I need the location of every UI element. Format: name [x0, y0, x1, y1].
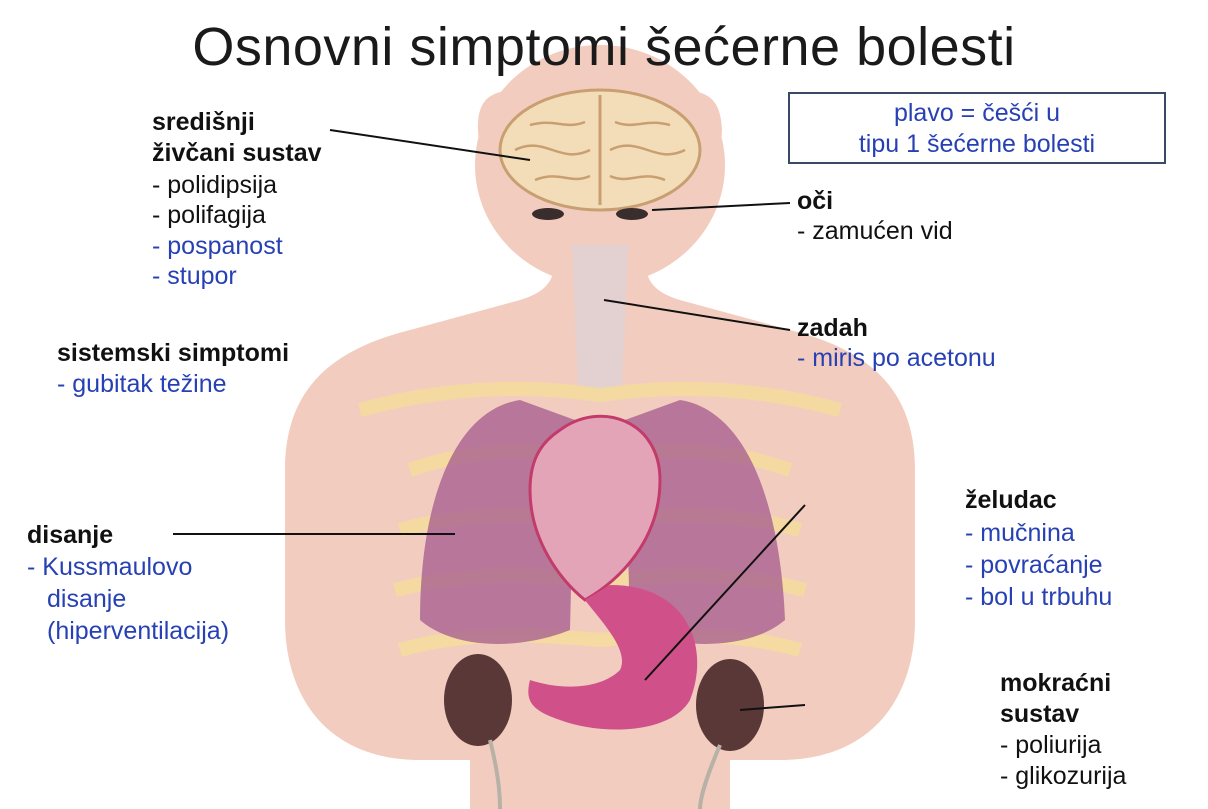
legend-line-1: plavo = češći u [790, 98, 1164, 129]
breathing-heading: disanje [27, 520, 113, 550]
cns-item: - pospanost [152, 231, 283, 261]
urinary-item: - poliurija [1000, 730, 1101, 760]
right-kidney [696, 659, 764, 751]
legend-line-2: tipu 1 šećerne bolesti [790, 129, 1164, 160]
breathing-item: (hiperventilacija) [47, 616, 229, 646]
cns-item: - stupor [152, 261, 237, 291]
stomach-item: - povraćanje [965, 550, 1103, 580]
left-eye [532, 208, 564, 220]
urinary-heading-line-2: sustav [1000, 699, 1079, 729]
cns-heading-line-2: živčani sustav [152, 138, 322, 168]
right-eye [616, 208, 648, 220]
eyes-heading: oči [797, 186, 833, 216]
cns-heading-line-1: središnji [152, 107, 255, 137]
breathing-item: disanje [47, 584, 126, 614]
breath-item: - miris po acetonu [797, 343, 996, 373]
legend-box: plavo = češći u tipu 1 šećerne bolesti [788, 92, 1166, 164]
cns-item: - polidipsija [152, 170, 277, 200]
diagram-title: Osnovni simptomi šećerne bolesti [0, 16, 1208, 78]
trachea [572, 245, 628, 390]
cns-item: - polifagija [152, 200, 266, 230]
brain [500, 90, 700, 210]
systemic-item: - gubitak težine [57, 369, 227, 399]
urinary-heading-line-1: mokraćni [1000, 668, 1111, 698]
systemic-heading: sistemski simptomi [57, 338, 289, 368]
eyes-item: - zamućen vid [797, 216, 953, 246]
urinary-item: - glikozurija [1000, 761, 1126, 791]
breath-heading: zadah [797, 313, 868, 343]
stomach-heading: želudac [965, 485, 1057, 515]
breathing-item: - Kussmaulovo [27, 552, 192, 582]
left-kidney [444, 654, 512, 746]
stomach-item: - mučnina [965, 518, 1075, 548]
stomach-item: - bol u trbuhu [965, 582, 1112, 612]
